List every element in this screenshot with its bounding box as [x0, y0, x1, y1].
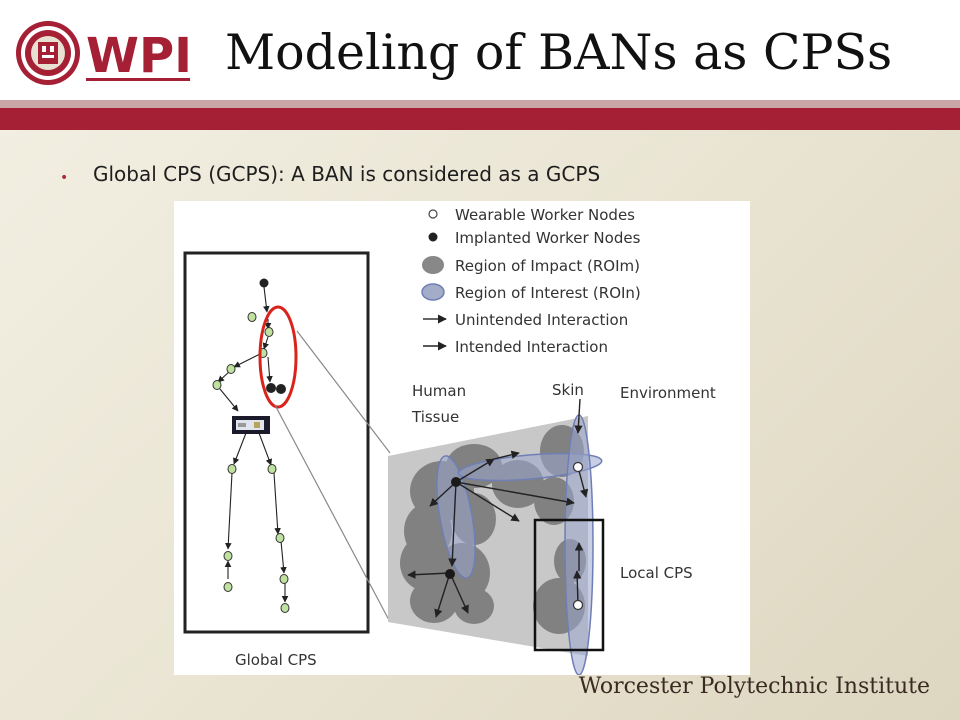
legend-icon-blue-ellipse [421, 283, 445, 301]
slide-title: Modeling of BANs as CPSs [225, 24, 893, 81]
header-band-red [0, 108, 960, 130]
legend: Wearable Worker Nodes Implanted Worker N… [421, 206, 641, 356]
wpi-seal [16, 21, 80, 85]
legend-label-1: Wearable Worker Nodes [455, 206, 635, 224]
gateway-device [232, 416, 270, 434]
legend-label-6: Intended Interaction [455, 338, 608, 356]
ban-cps-diagram: Wearable Worker Nodes Implanted Worker N… [174, 201, 750, 675]
zoom-panel [388, 398, 605, 675]
human-tissue-label-line2: Tissue [411, 408, 459, 426]
legend-icon-filled-circle [428, 232, 438, 242]
legend-label-3: Region of Impact (ROIm) [455, 257, 640, 275]
footer-institution-name: Worcester Polytechnic Institute [578, 674, 930, 699]
local-cps-label: Local CPS [620, 564, 693, 582]
skin-label: Skin [552, 381, 584, 399]
legend-label-4: Region of Interest (ROIn) [455, 284, 641, 302]
global-cps-label: Global CPS [235, 651, 317, 669]
human-tissue-label-line1: Human [412, 382, 466, 400]
environment-label: Environment [620, 384, 716, 402]
bullet-text: Global CPS (GCPS): A BAN is considered a… [93, 162, 601, 186]
legend-icon-open-circle [428, 209, 438, 219]
header-band-light [0, 100, 960, 108]
wpi-logo-text: WPI [86, 28, 192, 84]
bullet-icon: • [60, 170, 69, 186]
legend-label-2: Implanted Worker Nodes [455, 229, 641, 247]
legend-icon-gray-ellipse [422, 256, 444, 274]
red-focus-ellipse [258, 305, 298, 409]
legend-label-5: Unintended Interaction [455, 311, 628, 329]
wpi-logo: WPI [16, 21, 192, 85]
header-area [0, 0, 960, 100]
global-cps-box [183, 251, 370, 634]
local-cps-box [533, 518, 605, 652]
zoom-line-bottom [274, 404, 391, 623]
global-cps-panel: Global CPS [183, 251, 370, 669]
zoom-line-top [296, 330, 391, 454]
